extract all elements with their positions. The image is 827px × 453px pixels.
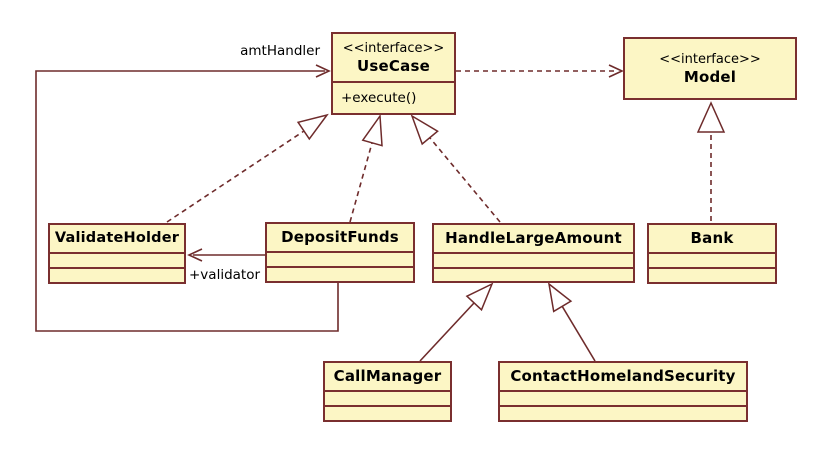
class-contacthomelandsecurity-title: ContactHomelandSecurity [500, 363, 746, 390]
class-handlelargeamount-methods [434, 266, 633, 282]
class-model-name: Model [683, 67, 737, 86]
class-handlelargeamount-name: HandleLargeAmount [445, 229, 622, 247]
class-bank-attributes [649, 252, 775, 267]
class-bank[interactable]: Bank [647, 223, 777, 284]
class-depositfunds-methods [267, 266, 413, 281]
edge-realization-handlelargeamount-usecase [410, 114, 501, 223]
class-callmanager-attributes [325, 390, 450, 405]
edge-generalization-callmanager [419, 282, 494, 362]
class-usecase-title: <<interface>> UseCase [333, 34, 454, 81]
edge-generalization-contacthomelandsecurity [547, 282, 596, 362]
class-validateholder-attributes [50, 252, 184, 267]
class-contacthomelandsecurity[interactable]: ContactHomelandSecurity [498, 361, 748, 422]
edge-label-validator: +validator [189, 267, 261, 283]
class-model[interactable]: <<interface>> Model [623, 37, 797, 100]
class-depositfunds-name: DepositFunds [281, 228, 399, 246]
edge-association-amthandler [35, 64, 339, 332]
class-handlelargeamount[interactable]: HandleLargeAmount [432, 223, 635, 283]
class-validateholder-title: ValidateHolder [50, 225, 184, 252]
class-validateholder[interactable]: ValidateHolder [48, 223, 186, 284]
class-model-stereotype: <<interface>> [659, 51, 761, 67]
class-callmanager-name: CallManager [333, 367, 442, 385]
class-usecase-methods: +execute() [333, 81, 454, 113]
class-callmanager[interactable]: CallManager [323, 361, 452, 422]
class-depositfunds[interactable]: DepositFunds [265, 222, 415, 283]
class-bank-methods [649, 267, 775, 282]
edge-realization-depositfunds-usecase [349, 113, 383, 223]
edge-realization-validateholder-usecase [166, 113, 329, 223]
class-bank-name: Bank [690, 229, 734, 247]
class-handlelargeamount-title: HandleLargeAmount [434, 225, 633, 252]
class-validateholder-methods [50, 267, 184, 282]
class-depositfunds-attributes [267, 251, 413, 266]
class-bank-title: Bank [649, 225, 775, 252]
class-usecase-stereotype: <<interface>> [342, 40, 445, 56]
class-usecase[interactable]: <<interface>> UseCase +execute() [331, 32, 456, 115]
class-handlelargeamount-attributes [434, 252, 633, 267]
method-execute: +execute() [341, 90, 417, 106]
class-contacthomelandsecurity-attributes [500, 390, 746, 405]
class-validateholder-name: ValidateHolder [54, 230, 180, 246]
class-usecase-name: UseCase [357, 56, 430, 75]
class-contacthomelandsecurity-methods [500, 405, 746, 420]
class-depositfunds-title: DepositFunds [267, 224, 413, 251]
edge-dependency-usecase-model [456, 64, 624, 78]
edge-association-validator [187, 248, 265, 262]
edge-realization-bank-model [696, 101, 726, 221]
class-callmanager-methods [325, 405, 450, 420]
class-callmanager-title: CallManager [325, 363, 450, 390]
edge-label-amthandler: amtHandler [240, 43, 320, 59]
class-model-title: <<interface>> Model [625, 39, 795, 98]
class-contacthomelandsecurity-name: ContactHomelandSecurity [510, 367, 736, 385]
